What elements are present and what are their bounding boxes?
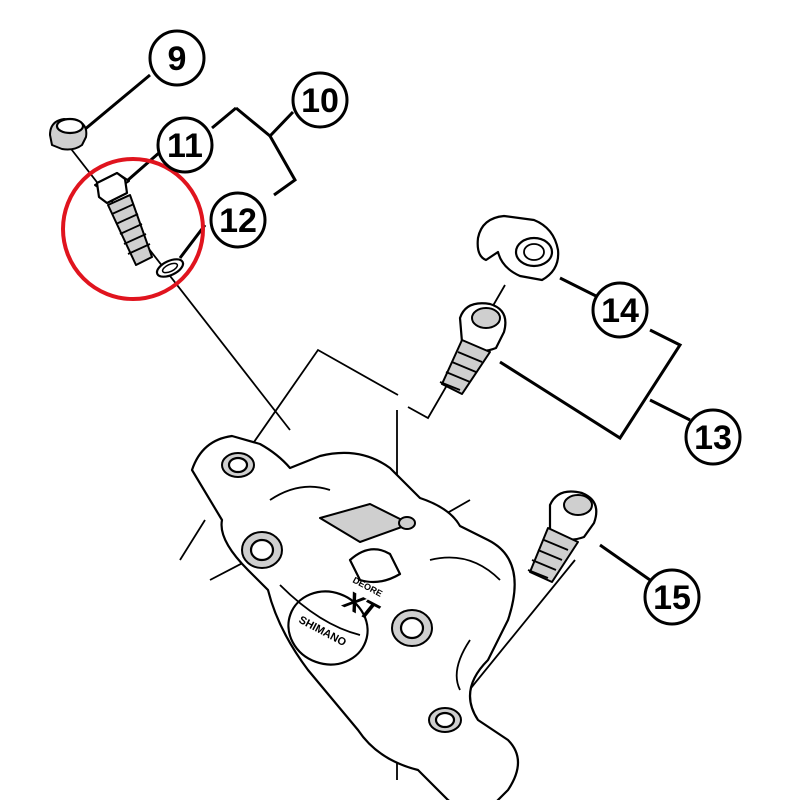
axis-left-upper (179, 519, 206, 561)
caliper-body (190, 434, 520, 800)
callout-label-12: 12 (219, 202, 257, 240)
part-11-bleed-nipple (94, 171, 153, 266)
highlight-circle (61, 157, 205, 301)
callout-label-11: 11 (167, 127, 203, 165)
callout-12: 12 (209, 191, 267, 249)
callout-15: 15 (643, 568, 701, 626)
leader-9 (83, 73, 151, 132)
leader-11 (127, 150, 161, 182)
leader-13-lower (649, 398, 691, 422)
part-15-mounting-bolt (527, 490, 598, 583)
callout-14: 14 (591, 281, 649, 339)
callout-label-9: 9 (168, 40, 187, 78)
leader-12 (178, 224, 207, 259)
leader-14 (559, 276, 599, 299)
callout-9: 9 (148, 29, 206, 87)
callout-10: 10 (291, 71, 349, 129)
callout-label-10: 10 (301, 82, 339, 120)
leader-15 (599, 543, 651, 582)
leader-10-lower (268, 135, 297, 197)
part-14-fixing-adapter (476, 214, 560, 282)
callout-label-14: 14 (601, 292, 639, 330)
leader-10-upper (235, 106, 295, 139)
leader-10-top (211, 106, 237, 130)
callout-label-15: 15 (653, 579, 691, 617)
part-12-o-ring (155, 258, 185, 278)
part-13-mounting-bolt (439, 302, 507, 395)
axis-mount-upper (237, 348, 399, 466)
part-9-bleed-cap (49, 117, 88, 151)
callout-11: 11 (156, 116, 214, 174)
callout-label-13: 13 (694, 419, 732, 457)
callout-13: 13 (684, 408, 742, 466)
leader-13-upper (499, 328, 683, 441)
